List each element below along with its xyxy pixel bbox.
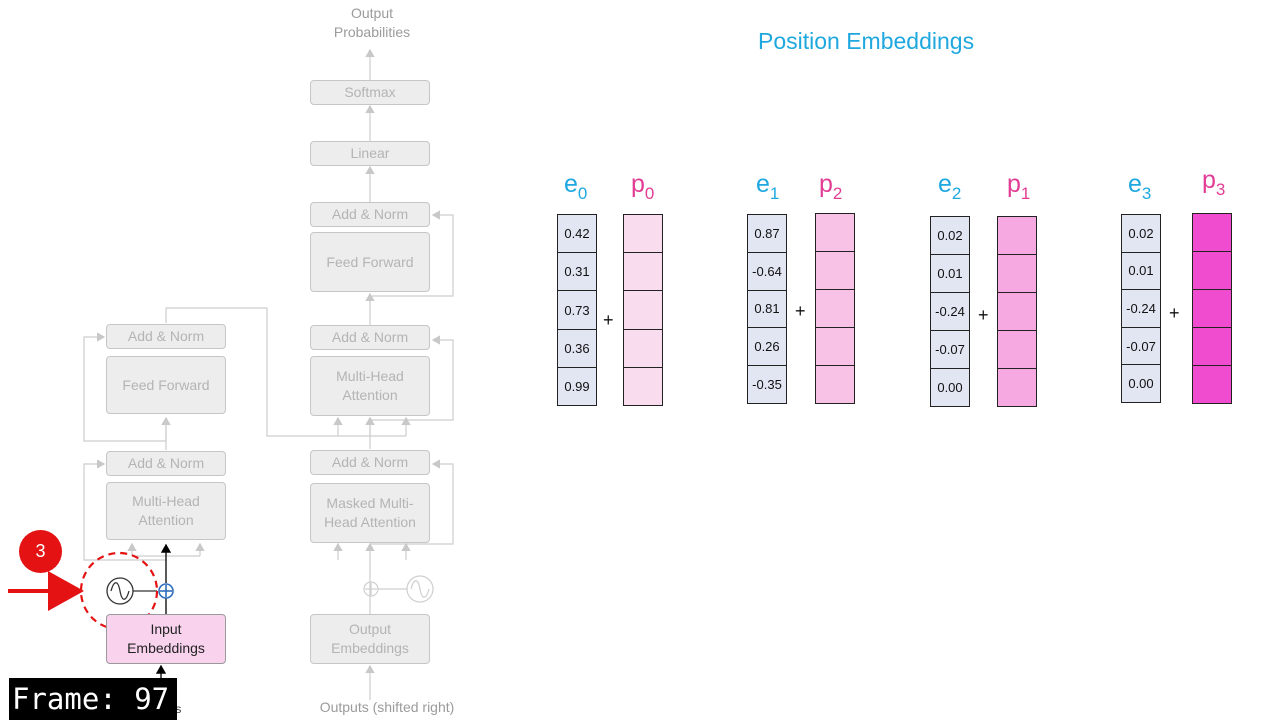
encoder-add-norm-ff: Add & Norm <box>106 324 226 349</box>
plus-sign: + <box>795 301 806 321</box>
decoder-add-norm-mha: Add & Norm <box>310 325 430 350</box>
e-vector-1: 0.87 -0.64 0.81 0.26 -0.35 <box>747 214 787 404</box>
plus-sign: + <box>978 305 989 325</box>
e-cell: 0.42 <box>558 215 596 254</box>
e-vector-3: 0.02 0.01 -0.24 -0.07 0.00 <box>1121 214 1161 403</box>
e-cell: 0.36 <box>558 330 596 368</box>
e-cell: 0.00 <box>1128 376 1154 392</box>
e-cell: -0.24 <box>931 293 969 331</box>
decoder-add-norm-masked: Add & Norm <box>310 450 430 475</box>
output-embeddings-block: Output Embeddings <box>310 614 430 664</box>
e-cell: 0.99 <box>564 378 590 394</box>
sine-wave-icon <box>106 577 157 605</box>
frame-counter: Frame: 97 <box>9 678 177 720</box>
encoder-multi-head-attention: Multi-Head Attention <box>106 482 226 540</box>
encoder-add-norm-mha: Add & Norm <box>106 451 226 476</box>
decoder-add-norm-ff: Add & Norm <box>310 202 430 227</box>
e-cell: 0.01 <box>1122 253 1160 291</box>
e-cell: 0.02 <box>931 217 969 255</box>
highlight-circle <box>79 551 159 631</box>
e-cell: 0.01 <box>931 255 969 293</box>
softmax-block: Softmax <box>310 80 430 105</box>
e-cell: 0.26 <box>748 328 786 367</box>
p-vector-2 <box>997 216 1037 407</box>
e-cell: -0.24 <box>1122 290 1160 328</box>
e-cell: -0.07 <box>1122 328 1160 366</box>
e-cell: 0.31 <box>558 253 596 292</box>
decoder-multi-head-attention: Multi-Head Attention <box>310 356 430 416</box>
p-label-1: p2 <box>819 170 843 203</box>
p-label-3: p3 <box>1202 166 1226 199</box>
linear-block: Linear <box>310 141 430 166</box>
e-cell: -0.35 <box>752 377 782 393</box>
e-label-2: e2 <box>938 170 962 203</box>
p-label-2: p1 <box>1007 170 1031 203</box>
step-badge: 3 <box>19 530 62 573</box>
output-probabilities-label: Output Probabilities <box>333 5 411 40</box>
e-cell: 0.00 <box>937 380 963 395</box>
add-icon <box>158 583 174 599</box>
position-embeddings-title: Position Embeddings <box>758 28 975 54</box>
e-cell: -0.64 <box>748 253 786 291</box>
e-cell: 0.81 <box>748 291 786 329</box>
e-cell: -0.07 <box>931 331 969 369</box>
p-vector-3 <box>1192 213 1232 404</box>
e-vector-2: 0.02 0.01 -0.24 -0.07 0.00 <box>930 216 970 407</box>
e-label-1: e1 <box>756 170 780 203</box>
decoder-feed-forward: Feed Forward <box>310 232 430 292</box>
masked-multi-head-attention: Masked Multi-Head Attention <box>310 483 430 543</box>
p-vector-1 <box>815 213 855 404</box>
e-cell: 0.87 <box>748 215 786 253</box>
input-embeddings-block: Input Embeddings <box>106 614 226 664</box>
outputs-shifted-right-label: Outputs (shifted right) <box>319 699 455 715</box>
plus-sign: + <box>1169 303 1180 323</box>
e-vector-0: 0.42 0.31 0.73 0.36 0.99 <box>557 214 597 406</box>
e-cell: 0.73 <box>558 291 596 330</box>
p-label-0: p0 <box>631 170 655 203</box>
plus-sign: + <box>603 310 614 330</box>
e-cell: 0.02 <box>1122 215 1160 253</box>
encoder-feed-forward: Feed Forward <box>106 356 226 414</box>
e-label-0: e0 <box>564 170 588 203</box>
e-label-3: e3 <box>1128 170 1152 203</box>
p-vector-0 <box>623 214 663 406</box>
